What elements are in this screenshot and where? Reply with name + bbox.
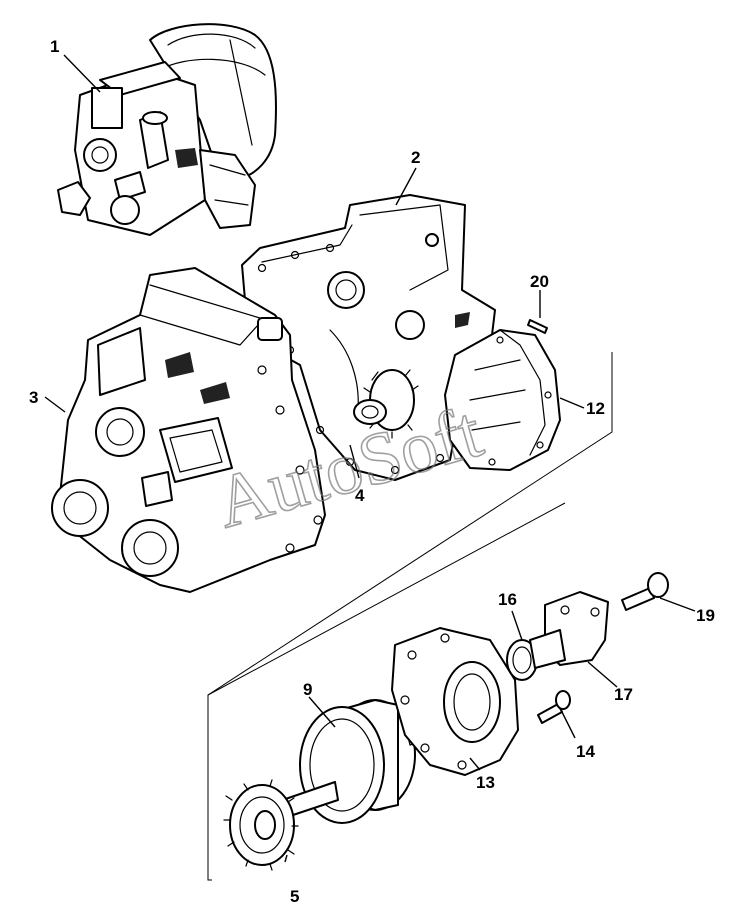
part-12-rear-cover <box>444 329 561 471</box>
callout-5: 5 <box>290 887 299 906</box>
callout-2: 2 <box>411 148 420 167</box>
callout-3: 3 <box>29 388 38 407</box>
callout-16: 16 <box>498 590 517 609</box>
callout-9: 9 <box>303 680 312 699</box>
part-13-rear-housing <box>391 627 519 776</box>
callout-13: 13 <box>476 773 495 792</box>
part-19-bolt <box>621 572 669 611</box>
callout-1: 1 <box>50 37 59 56</box>
part-1-transfer-box-assembly <box>57 23 277 236</box>
part-5-output-gear <box>223 779 299 871</box>
part-14-bolt <box>537 690 571 724</box>
callout-17: 17 <box>614 685 633 704</box>
part-20-dowel-pin <box>527 319 548 334</box>
callout-14: 14 <box>576 742 595 761</box>
part-9-output-shaft <box>267 699 426 824</box>
exploded-view-frame <box>207 352 613 881</box>
leader-lines <box>44 54 696 863</box>
part-4-intermediate-gear <box>353 369 419 439</box>
callout-19: 19 <box>696 606 715 625</box>
callout-20: 20 <box>530 272 549 291</box>
callouts: 1 2 3 4 5 9 12 13 14 16 17 19 20 <box>29 37 715 906</box>
callout-12: 12 <box>586 399 605 418</box>
part-17-output-flange <box>529 591 609 669</box>
part-3-main-casing <box>51 267 326 593</box>
callout-4: 4 <box>355 486 365 505</box>
